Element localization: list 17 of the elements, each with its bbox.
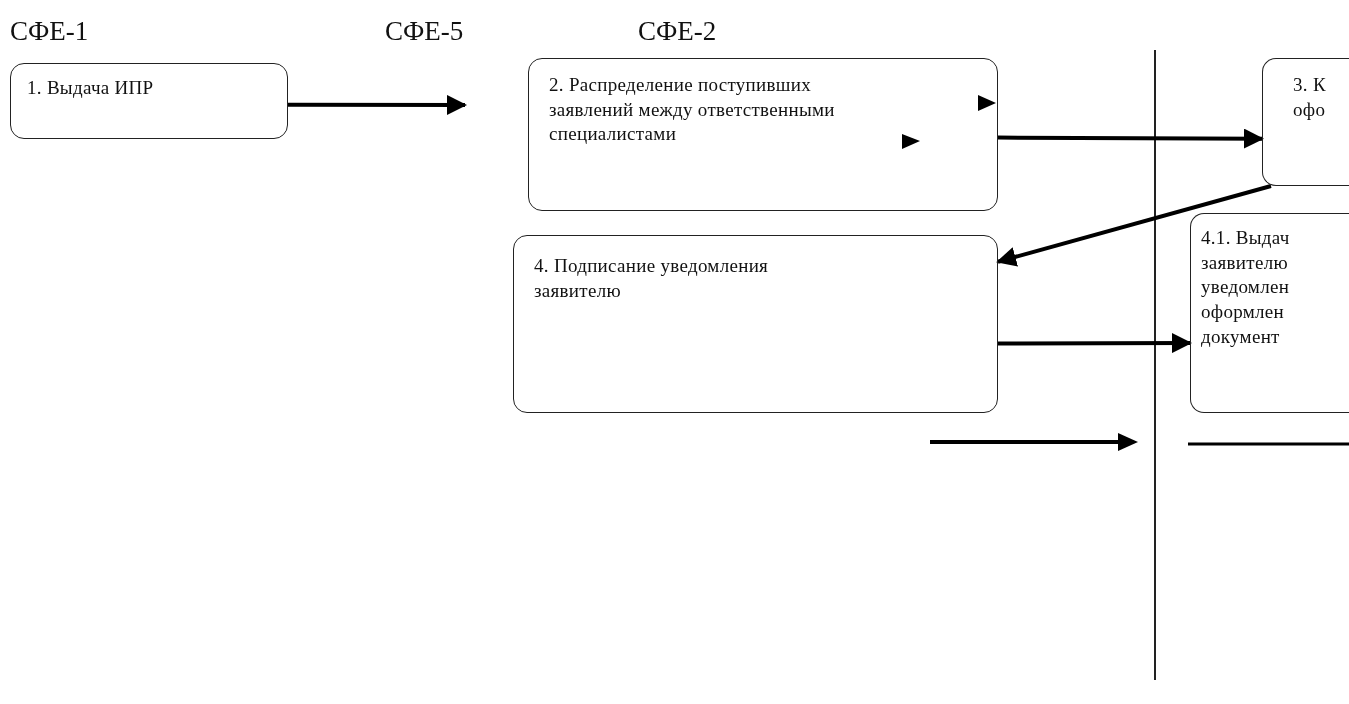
arrow <box>288 95 467 115</box>
box-text: 4.1. Выдач заявителю уведомлен оформлен документ <box>1201 226 1291 349</box>
arrow <box>998 128 1264 149</box>
process-box <box>1262 58 1349 186</box>
box-text: 4. Подписание уведомления заявителю <box>534 254 770 303</box>
process-box <box>513 235 998 413</box>
lane-header: СФЕ-1 <box>10 16 89 47</box>
arrow <box>996 184 1272 267</box>
process-box <box>528 58 998 211</box>
process-box <box>1190 213 1349 413</box>
box-text: 2. Распределение поступивших заявлений между ответственными специалистами <box>549 73 836 147</box>
lane-header: СФЕ-5 <box>385 16 464 47</box>
lane-header: СФЕ-2 <box>638 16 717 47</box>
box-text: 1. Выдача ИПР <box>27 76 155 100</box>
box-text: 3. К офо <box>1293 73 1327 122</box>
arrow <box>998 333 1192 354</box>
process-box <box>10 63 288 139</box>
